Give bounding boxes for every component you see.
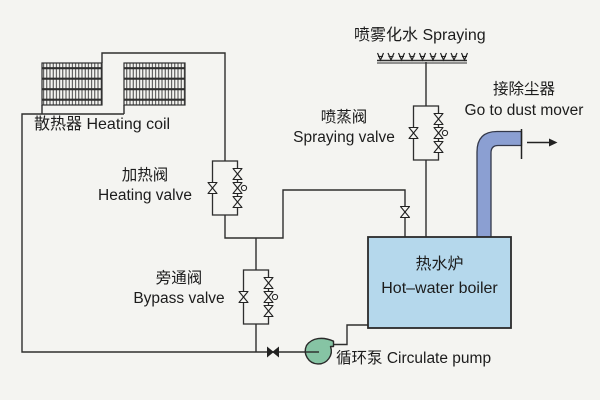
heating-valve-label-en: Heating valve	[98, 187, 192, 204]
boiler-label: 热水炉 Hot–water boiler	[368, 253, 511, 301]
dust-mover-label-zh: 接除尘器	[492, 81, 555, 98]
dust-mover-label: 接除尘器 Go to dust mover	[449, 79, 599, 121]
boiler-label-zh: 热水炉	[415, 256, 464, 273]
pipe-heating-valve-to-boiler	[224, 189, 406, 239]
circulate-pump-label-en: Circulate pump	[386, 350, 492, 367]
spraying-valve-label-zh: 喷蒸阀	[320, 109, 368, 126]
spraying-label-zh: 喷雾化水	[354, 27, 419, 44]
circulate-pump-label-zh: 循环泵	[336, 350, 383, 367]
spraying-label: 喷雾化水 Spraying	[354, 26, 486, 46]
heating-valve-label: 加热阀 Heating valve	[85, 166, 205, 206]
bypass-valve-label-en: Bypass valve	[133, 290, 225, 307]
pipe-pump-outlet	[333, 324, 369, 346]
bypass-valve-label-zh: 旁通阀	[155, 270, 203, 287]
pipe-coil-return-and-bottom	[21, 105, 306, 353]
spraying-label-en: Spraying	[422, 27, 486, 44]
heating-coil-left	[41, 62, 103, 106]
spraying-valve-label-en: Spraying valve	[293, 129, 395, 146]
spraying-valve-label: 喷蒸阀 Spraying valve	[284, 108, 404, 148]
heating-coil-label: 散热器 Heating coil	[34, 115, 170, 135]
circulate-pump-label: 循环泵 Circulate pump	[336, 349, 491, 369]
circulate-pump-icon	[304, 337, 335, 365]
heating-coil-right	[123, 62, 186, 106]
boiler-box	[367, 236, 512, 329]
pipe-supply-top	[101, 52, 226, 161]
heating-coil-label-en: Heating coil	[86, 116, 171, 133]
heating-coil-label-zh: 散热器	[34, 116, 83, 133]
boiler-label-en: Hot–water boiler	[381, 280, 498, 297]
heating-valve-label-zh: 加热阀	[121, 167, 169, 184]
spray-header	[377, 59, 467, 64]
bypass-valve-label: 旁通阀 Bypass valve	[118, 269, 240, 309]
flow-arrow-right-icon	[527, 138, 558, 147]
dust-mover-label-en: Go to dust mover	[464, 102, 584, 119]
